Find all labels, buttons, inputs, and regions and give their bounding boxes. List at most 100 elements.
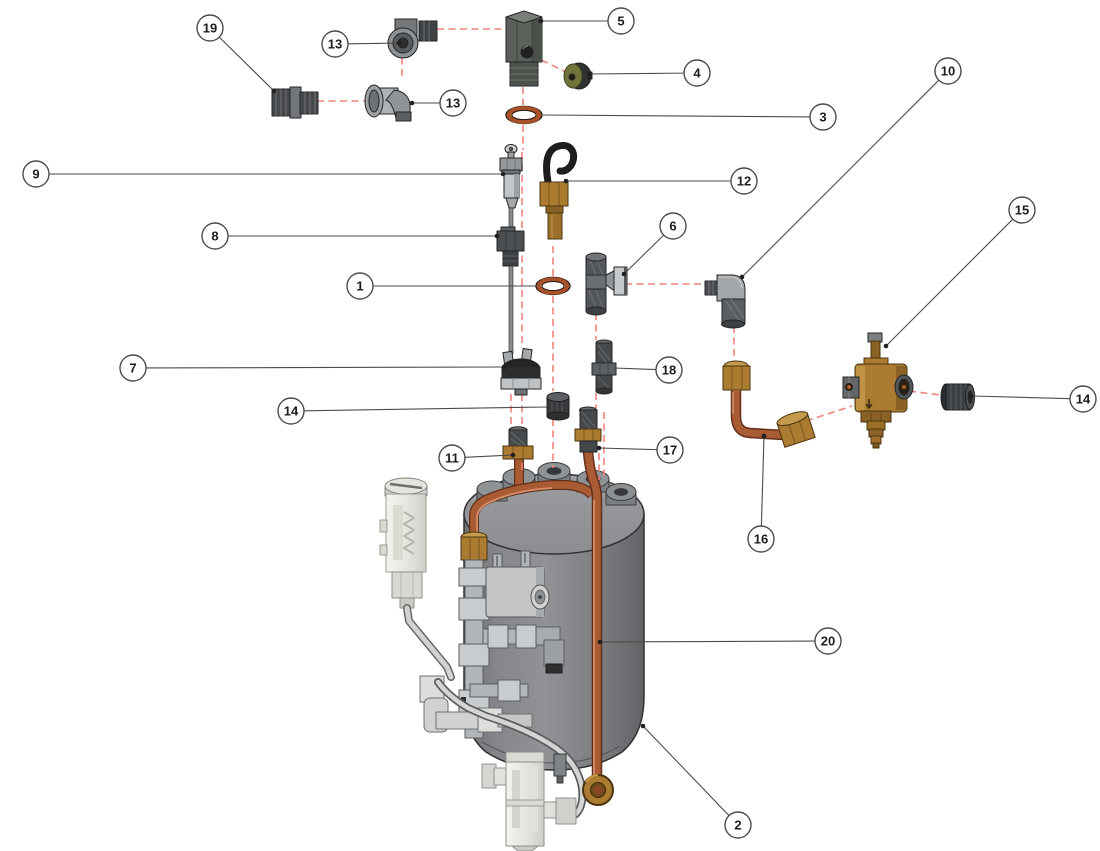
callout-number-3: 3 [819, 110, 826, 125]
part-1-oring [535, 276, 571, 296]
callout-attach-dot-13-2 [409, 100, 415, 106]
callout-attach-dot-16-19 [761, 433, 767, 439]
drain-stub [553, 753, 567, 784]
callout-balloon-6-11[interactable]: 6 [659, 212, 687, 240]
callout-circle-15[interactable] [1008, 196, 1036, 224]
callout-balloon-3-5[interactable]: 3 [809, 103, 837, 131]
callout-attach-dot-6-11 [621, 271, 627, 277]
callout-circle-20[interactable] [814, 627, 842, 655]
callout-number-16: 16 [754, 532, 768, 547]
callout-balloon-8-8[interactable]: 8 [201, 222, 229, 250]
callout-circle-12[interactable] [730, 167, 758, 195]
callout-attach-dot-20-20 [597, 639, 603, 645]
callout-circle-5[interactable] [607, 7, 635, 35]
callout-balloon-19-0[interactable]: 19 [196, 14, 224, 42]
callout-circle-1[interactable] [346, 272, 374, 300]
part-11-compression-fitting [502, 426, 534, 460]
callout-leader-19-0 [218, 36, 275, 92]
callout-balloon-14-15[interactable]: 14 [277, 397, 305, 425]
callout-circle-19[interactable] [196, 14, 224, 42]
part-12-sensor [539, 142, 578, 240]
callout-balloon-10-12[interactable]: 10 [934, 57, 962, 85]
part-10-elbow [704, 274, 746, 329]
callout-circle-14[interactable] [1069, 385, 1097, 413]
callout-number-2: 2 [734, 818, 741, 833]
callout-balloon-7-10[interactable]: 7 [119, 354, 147, 382]
callout-circle-18[interactable] [655, 356, 683, 384]
part-13-elbow-upper [387, 18, 438, 59]
callout-attach-dot-9-7 [500, 171, 506, 177]
callout-circle-13[interactable] [439, 89, 467, 117]
callout-number-9: 9 [32, 167, 39, 182]
callout-circle-16[interactable] [747, 525, 775, 553]
callout-attach-dot-14-16 [968, 393, 974, 399]
callout-number-20: 20 [821, 634, 835, 649]
callout-number-14: 14 [1076, 392, 1091, 407]
callout-circle-10[interactable] [934, 57, 962, 85]
part-7-thermostat [500, 348, 542, 396]
callout-circle-14[interactable] [277, 397, 305, 425]
part-13-elbow-lower [364, 84, 412, 122]
part-14-cap-right [940, 383, 975, 411]
callout-number-13: 13 [446, 96, 460, 111]
callout-number-8: 8 [211, 229, 218, 244]
callout-balloon-13-1[interactable]: 13 [321, 30, 349, 58]
callout-circle-2[interactable] [724, 811, 752, 839]
part-8-probe-gland [496, 226, 525, 355]
callout-attach-dot-11-18 [510, 452, 516, 458]
callout-number-6: 6 [669, 219, 676, 234]
white-valve-bottom [481, 751, 577, 851]
callout-number-13: 13 [328, 37, 342, 52]
callout-balloon-4-4[interactable]: 4 [683, 59, 711, 87]
callout-circle-4[interactable] [683, 59, 711, 87]
alignment-dash-lines [317, 28, 941, 480]
callout-balloon-17-17[interactable]: 17 [656, 436, 684, 464]
callout-balloon-20-20[interactable]: 20 [814, 627, 842, 655]
solenoid-valve [485, 550, 550, 618]
callout-balloon-5-3[interactable]: 5 [607, 7, 635, 35]
part-5-hex-plug [505, 10, 543, 87]
callout-number-10: 10 [941, 64, 955, 79]
part-16-copper-pipe [722, 360, 816, 448]
callout-balloon-15-13[interactable]: 15 [1008, 196, 1036, 224]
callout-balloon-18-14[interactable]: 18 [655, 356, 683, 384]
callout-attach-dot-13-1 [396, 40, 402, 46]
part-14-cap-left [546, 392, 570, 421]
callout-circle-9[interactable] [22, 160, 50, 188]
callout-circle-17[interactable] [656, 436, 684, 464]
callout-number-7: 7 [129, 361, 136, 376]
part-19-threaded-nipple [271, 86, 319, 119]
callout-circle-3[interactable] [809, 103, 837, 131]
callout-balloon-9-7[interactable]: 9 [22, 160, 50, 188]
part-4-round-plug [563, 62, 593, 90]
callout-circle-6[interactable] [659, 212, 687, 240]
callout-balloon-12-6[interactable]: 12 [730, 167, 758, 195]
callout-leader-15-13 [885, 218, 1014, 347]
callout-number-15: 15 [1015, 203, 1029, 218]
callout-balloon-2-21[interactable]: 2 [724, 811, 752, 839]
callout-attach-dot-12-6 [563, 178, 569, 184]
callout-balloon-1-9[interactable]: 1 [346, 272, 374, 300]
callout-number-4: 4 [693, 66, 701, 81]
callout-attach-dot-2-21 [640, 723, 646, 729]
copper-arc-pipe [469, 480, 596, 560]
callout-balloon-16-19[interactable]: 16 [747, 525, 775, 553]
part-3-oring [505, 105, 543, 125]
callout-circle-7[interactable] [119, 354, 147, 382]
callout-leader-17-17 [598, 447, 658, 451]
callout-balloon-13-2[interactable]: 13 [439, 89, 467, 117]
callout-number-12: 12 [737, 174, 751, 189]
callout-leader-14-16 [970, 395, 1071, 400]
callout-circle-8[interactable] [201, 222, 229, 250]
callout-circle-11[interactable] [438, 444, 466, 472]
callout-number-18: 18 [662, 363, 676, 378]
callout-balloon-11-18[interactable]: 11 [438, 444, 466, 472]
callout-attach-dot-8-8 [494, 233, 500, 239]
callout-leader-10-12 [741, 79, 940, 278]
callout-circle-13[interactable] [321, 30, 349, 58]
callout-balloon-14-16[interactable]: 14 [1069, 385, 1097, 413]
dash-line-19 [908, 390, 941, 396]
callout-leaders [49, 18, 1071, 817]
